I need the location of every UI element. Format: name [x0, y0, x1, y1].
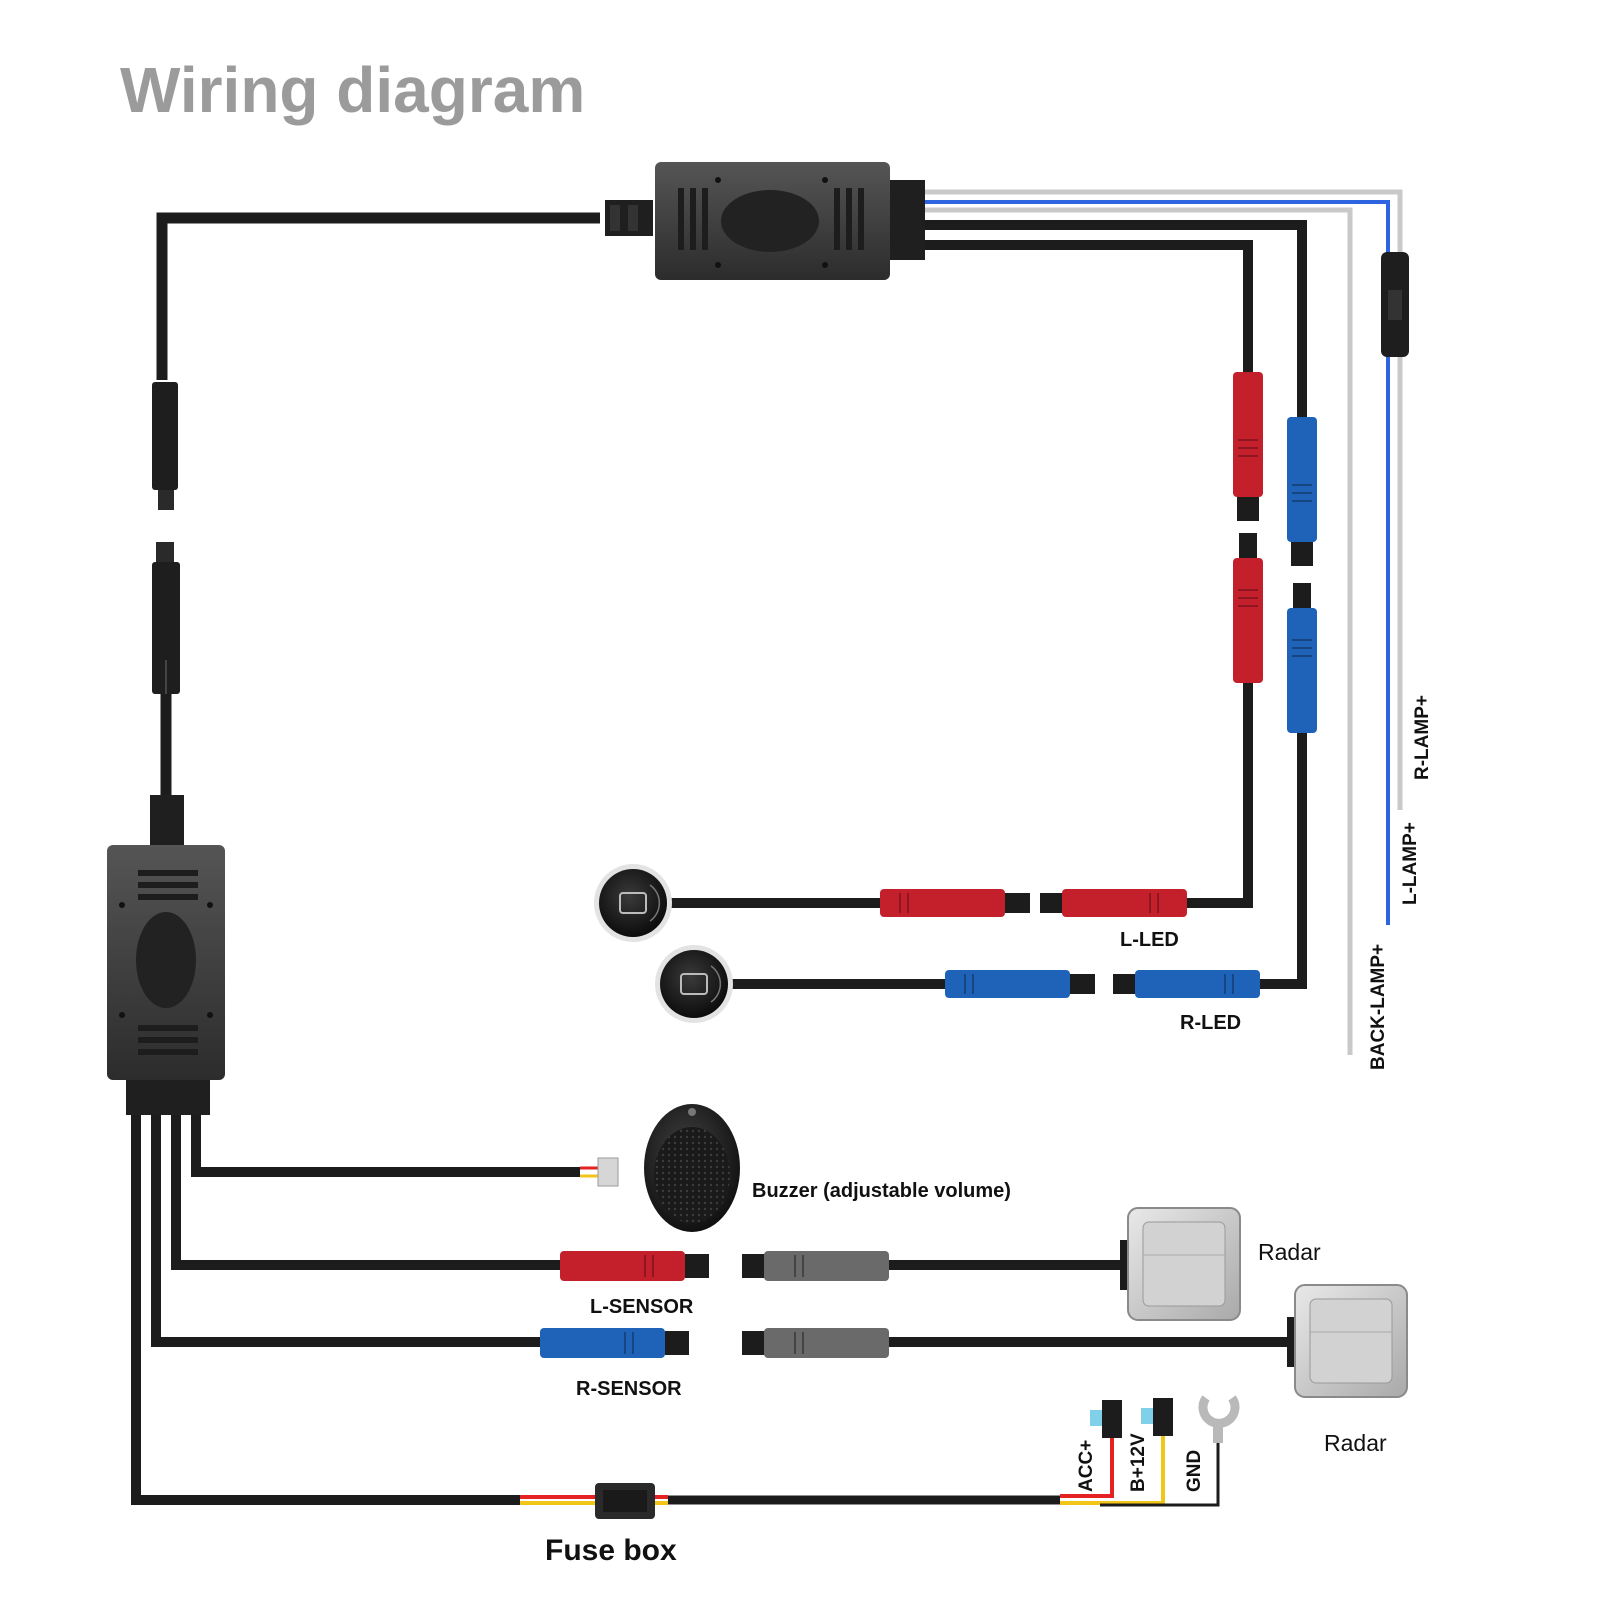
left-control-box [107, 795, 225, 1115]
r-sensor-connector [540, 1328, 689, 1358]
r-lamp-label: R-LAMP+ [1412, 695, 1433, 780]
l-sensor-cable [171, 1100, 560, 1270]
back-lamp-label: BACK-LAMP+ [1368, 944, 1389, 1070]
l-led-cable-upper [915, 240, 1253, 375]
r-led-label: R-LED [1180, 1012, 1241, 1034]
r-sensor-cable [151, 1100, 540, 1347]
acc-label: ACC+ [1076, 1440, 1097, 1492]
main-cable-top [156, 212, 600, 380]
gnd-label: GND [1184, 1450, 1205, 1492]
radar-1-label: Radar [1258, 1239, 1321, 1265]
b12v-fuse-tap [1141, 1398, 1173, 1436]
r-lamp-wire-gray [915, 189, 1403, 255]
fuse-box-label: Fuse box [545, 1534, 677, 1567]
lamp-inline-connector [1381, 252, 1409, 357]
power-cable [131, 1100, 520, 1505]
l-led-cable-lower [1180, 680, 1253, 908]
wires [131, 189, 1403, 1507]
fuse-box [595, 1483, 655, 1519]
r-led-cable-upper [915, 220, 1307, 420]
l-lamp-wire-blue [915, 200, 1390, 925]
b12v-label: B+12V [1128, 1433, 1149, 1492]
gnd-ring-terminal [1198, 1395, 1240, 1443]
l-sensor-label: L-SENSOR [590, 1296, 694, 1318]
radar-2-label: Radar [1324, 1430, 1387, 1456]
buzzer-cable [191, 1100, 580, 1177]
l-led-lamp-assembly [594, 864, 1187, 942]
buzzer-assembly [580, 1104, 740, 1232]
r-sensor-label: R-SENSOR [576, 1378, 682, 1400]
r-led-lamp-assembly [655, 945, 1260, 1023]
acc-fuse-tap [1090, 1400, 1122, 1438]
gnd-wire [1100, 1440, 1220, 1507]
radar-1 [1120, 1207, 1241, 1321]
radar-2 [1287, 1284, 1408, 1398]
diagram-title: Wiring diagram [120, 54, 585, 126]
top-control-box [605, 162, 925, 280]
radar-2-connector [742, 1328, 889, 1358]
acc-red-wire [1060, 1435, 1114, 1498]
r-led-cable-lower [1250, 730, 1307, 989]
b12v-yellow-wire [1060, 1432, 1165, 1505]
l-lamp-label: L-LAMP+ [1400, 822, 1421, 905]
l-sensor-connector [560, 1251, 709, 1281]
main-harness-connector [152, 382, 180, 694]
back-lamp-wire [915, 207, 1353, 1055]
r-led-vertical-connector [1287, 417, 1317, 733]
l-led-label: L-LED [1120, 929, 1179, 951]
buzzer-label: Buzzer (adjustable volume) [752, 1180, 1011, 1202]
radar-1-connector [742, 1251, 889, 1281]
l-led-vertical-connector [1233, 372, 1263, 683]
